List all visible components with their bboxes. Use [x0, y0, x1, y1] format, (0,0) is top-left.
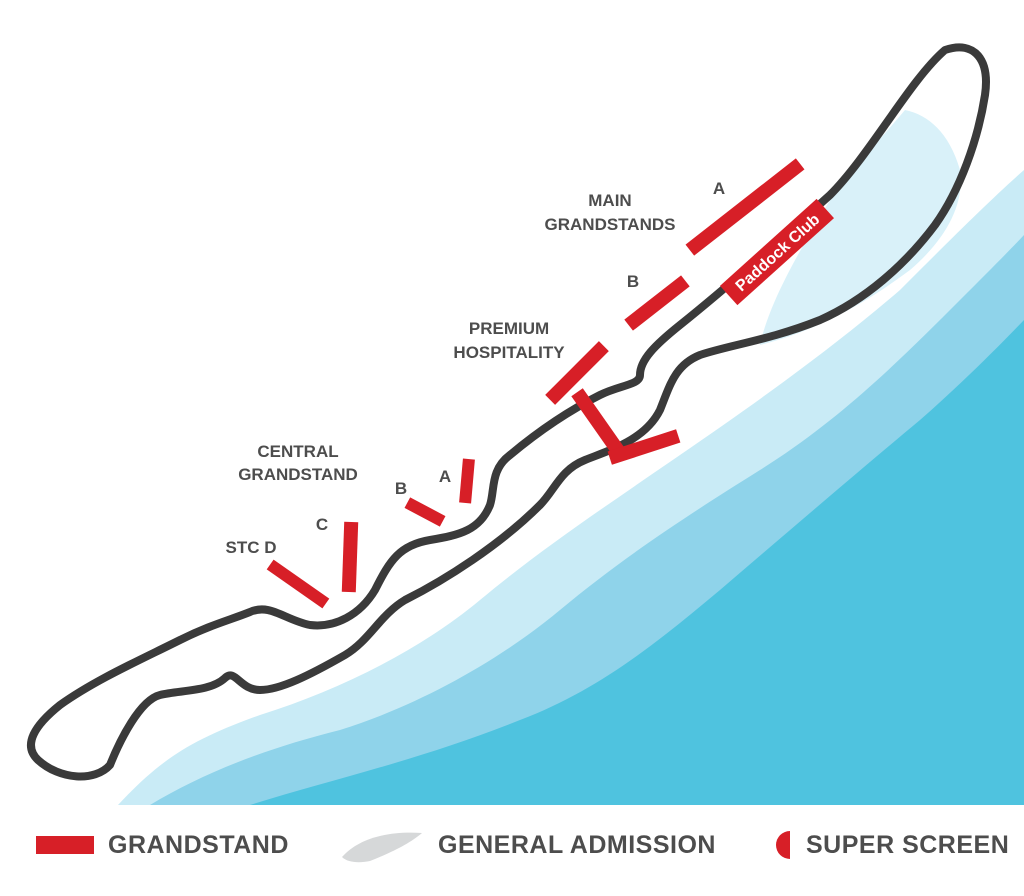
premium-hospitality-title-line1: PREMIUM — [469, 319, 549, 338]
general-admission-swatch-icon — [342, 832, 422, 863]
main-grandstands-title-line2: GRANDSTANDS — [545, 215, 676, 234]
main-grandstand-a-label: A — [713, 179, 725, 198]
grandstand-swatch-icon — [36, 836, 94, 854]
central-grandstand-b[interactable] — [404, 497, 446, 527]
central-grandstand-c-label: C — [316, 515, 328, 534]
main-grandstands-title-line1: MAIN — [588, 191, 631, 210]
race-track — [27, 43, 990, 781]
premium-hospitality-connector[interactable] — [571, 388, 629, 462]
water-deep-area — [250, 320, 1024, 805]
premium-hospitality-title-line2: HOSPITALITY — [453, 343, 565, 362]
legend-general-admission-label: GENERAL ADMISSION — [438, 830, 716, 859]
central-grandstand-a-label: A — [439, 467, 451, 486]
legend-grandstand: GRANDSTAND — [36, 815, 289, 875]
main-grandstand-b-label: B — [627, 272, 639, 291]
stc-d-stand[interactable] — [266, 559, 330, 609]
central-grandstand-c[interactable] — [341, 521, 359, 593]
main-grandstand-b[interactable] — [624, 275, 690, 331]
main-grandstand-a[interactable] — [685, 158, 805, 256]
premium-hospitality-stand[interactable] — [545, 341, 609, 405]
central-grandstand-title-line2: GRANDSTAND — [238, 465, 358, 484]
legend-super-screen: SUPER SCREEN — [772, 815, 1009, 875]
legend-general-admission: GENERAL ADMISSION — [340, 815, 716, 875]
premium-hospitality-base[interactable] — [607, 429, 681, 465]
stc-d-label: STC D — [226, 538, 277, 557]
central-grandstand-a[interactable] — [459, 458, 475, 504]
central-grandstand-b-label: B — [395, 479, 407, 498]
legend-super-screen-label: SUPER SCREEN — [806, 830, 1010, 859]
island-light-area — [760, 110, 961, 345]
super-screen-icon — [776, 831, 790, 859]
map-legend: GRANDSTAND GENERAL ADMISSION SUPER SCREE… — [0, 815, 1024, 896]
central-grandstand-title-line1: CENTRAL — [257, 442, 338, 461]
legend-grandstand-label: GRANDSTAND — [108, 830, 289, 859]
